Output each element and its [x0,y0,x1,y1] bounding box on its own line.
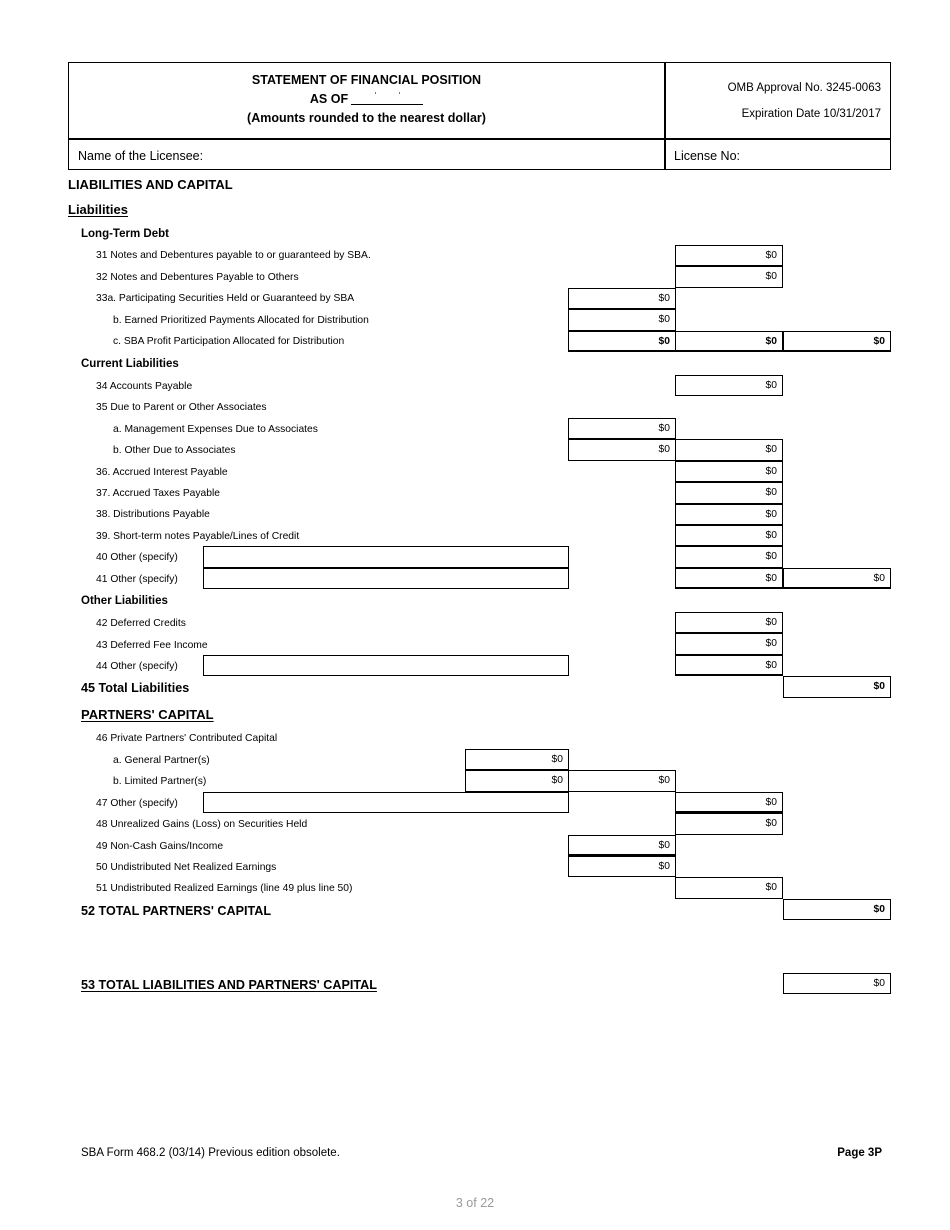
row-42-label: 42 Deferred Credits [96,618,186,629]
row-43-label: 43 Deferred Fee Income [96,640,208,651]
licensee-name-label: Name of the Licensee: [78,149,204,163]
header-horizontal-divider [69,138,890,140]
row-35b-label: b. Other Due to Associates [113,445,236,456]
row-53-label: 53 TOTAL LIABILITIES AND PARTNERS' CAPIT… [81,978,377,992]
row-42-value-col2[interactable]: $0 [675,612,783,634]
row-39-label: 39. Short-term notes Payable/Lines of Cr… [96,531,300,542]
row-31-label: 31 Notes and Debentures payable to or gu… [96,250,371,261]
row-46b-value-col1[interactable]: $0 [568,770,676,792]
section-liabilities: Liabilities [68,202,128,217]
row-33c-label: c. SBA Profit Participation Allocated fo… [113,336,345,347]
row-35b-value-col2[interactable]: $0 [675,439,783,461]
row-31-value-col2[interactable]: $0 [675,245,783,267]
row-36-label: 36. Accrued Interest Payable [96,467,228,478]
row-46a-value-col0[interactable]: $0 [465,749,569,771]
row-47-value-col2[interactable]: $0 [675,791,783,814]
row-33c-value-col3[interactable]: $0 [783,330,891,352]
row-40-label: 40 Other (specify) [96,552,178,563]
omb-block: OMB Approval No. 3245-0063 Expiration Da… [669,75,881,127]
form-id-footer: SBA Form 468.2 (03/14) Previous edition … [81,1147,340,1159]
form-title-line1: STATEMENT OF FINANCIAL POSITION [251,73,482,87]
row-33c-value-col2[interactable]: $0 [675,330,783,352]
row-44-value-col2[interactable]: $0 [675,654,783,677]
row-47-label: 47 Other (specify) [96,798,178,809]
row-49-label: 49 Non-Cash Gains/Income [96,841,224,852]
row-47-specify-input[interactable] [203,791,569,814]
row-44-specify-input[interactable] [203,654,569,677]
row-50-value-col1[interactable]: $0 [568,856,676,878]
row-33a-label: 33a. Participating Securities Held or Gu… [96,293,355,304]
row-53-value-col3[interactable]: $0 [783,973,891,995]
row-45-label: 45 Total Liabilities [81,681,190,695]
row-34-label: 34 Accounts Payable [96,381,193,392]
row-41-label: 41 Other (specify) [96,574,178,585]
licensee-name-field[interactable]: Name of the Licensee: [78,141,203,171]
row-37-value-col2[interactable]: $0 [675,482,783,504]
row-41-value-col3[interactable]: $0 [783,567,891,590]
row-33a-value-col1[interactable]: $0 [568,287,676,310]
row-51-value-col2[interactable]: $0 [675,877,783,899]
row-43-value-col2[interactable]: $0 [675,633,783,655]
row-44-label: 44 Other (specify) [96,661,178,672]
row-41-specify-input[interactable] [203,567,569,590]
as-of-blank-input[interactable] [351,91,424,105]
row-37-label: 37. Accrued Taxes Payable [96,488,221,499]
row-38-value-col2[interactable]: $0 [675,503,783,525]
section-long-term-debt: Long-Term Debt [81,228,169,240]
row-32-value-col2[interactable]: $0 [675,266,783,288]
row-41-value-col2[interactable]: $0 [675,567,783,590]
row-51-label: 51 Undistributed Realized Earnings (line… [96,883,353,894]
row-46a-label: a. General Partner(s) [113,755,210,766]
row-35a-value-col1[interactable]: $0 [568,418,676,440]
page-label-footer: Page 3P [837,1147,882,1159]
row-32-label: 32 Notes and Debentures Payable to Other… [96,272,299,283]
row-45-value-col3[interactable]: $0 [783,676,891,698]
page-indicator: 3 of 22 [455,1196,495,1210]
row-35-label: 35 Due to Parent or Other Associates [96,402,267,413]
row-48-value-col2[interactable]: $0 [675,813,783,835]
row-50-label: 50 Undistributed Net Realized Earnings [96,862,277,873]
omb-expiration-date: Expiration Date 10/31/2017 [741,108,881,120]
row-49-value-col1[interactable]: $0 [568,834,676,856]
form-title-line3: (Amounts rounded to the nearest dollar) [247,110,486,125]
section-liabilities-and-capital: LIABILITIES AND CAPITAL [68,177,233,192]
section-other-liabilities: Other Liabilities [81,595,168,607]
form-as-of-line: AS OF [69,90,664,109]
row-46b-label: b. Limited Partner(s) [113,776,207,787]
row-33c-value-col1[interactable]: $0 [568,330,676,352]
row-52-value-col3[interactable]: $0 [783,898,891,921]
license-no-field[interactable]: License No: [674,141,740,171]
row-40-value-col2[interactable]: $0 [675,546,783,568]
form-title-block: STATEMENT OF FINANCIAL POSITION AS OF (A… [69,71,664,127]
row-33b-value-col1[interactable]: $0 [568,309,676,331]
row-46-label: 46 Private Partners' Contributed Capital [96,733,278,744]
license-no-label: License No: [674,149,741,163]
row-36-value-col2[interactable]: $0 [675,460,783,483]
header-vertical-divider [664,63,666,169]
row-35a-label: a. Management Expenses Due to Associates [113,424,318,435]
row-40-specify-input[interactable] [203,546,569,568]
row-33b-label: b. Earned Prioritized Payments Allocated… [113,315,369,326]
as-of-label: AS OF [309,91,349,106]
row-48-label: 48 Unrealized Gains (Loss) on Securities… [96,819,308,830]
row-46b-value-col0[interactable]: $0 [465,770,569,792]
row-34-value-col2[interactable]: $0 [675,375,783,397]
row-38-label: 38. Distributions Payable [96,509,210,520]
section-current-liabilities: Current Liabilities [81,358,179,370]
row-39-value-col2[interactable]: $0 [675,525,783,547]
row-35b-value-col1[interactable]: $0 [568,439,676,461]
row-52-label: 52 TOTAL PARTNERS' CAPITAL [81,904,272,918]
section-partners-capital: PARTNERS' CAPITAL [81,707,214,722]
omb-approval-number: OMB Approval No. 3245-0063 [727,82,881,94]
form-header-box: STATEMENT OF FINANCIAL POSITION AS OF (A… [68,62,891,170]
